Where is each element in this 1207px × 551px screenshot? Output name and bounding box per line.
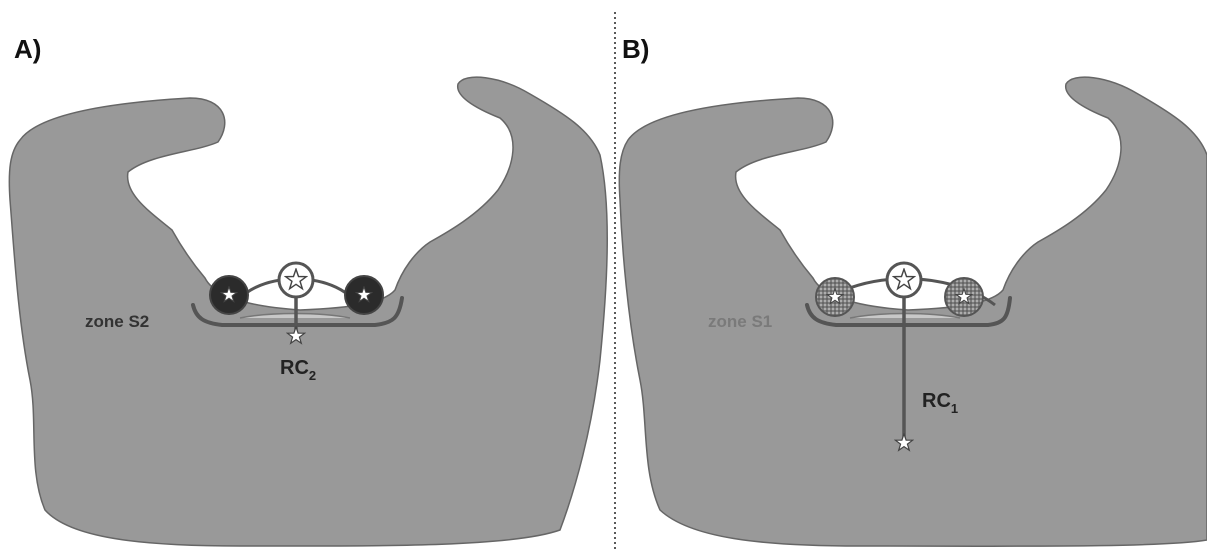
panel-b: B) zone S1 RC1	[619, 34, 1207, 546]
panel-label-b: B)	[622, 34, 649, 64]
zone-label-a: zone S2	[85, 312, 149, 331]
panel-label-a: A)	[14, 34, 41, 64]
zone-label-b: zone S1	[708, 312, 772, 331]
panel-a: A) zone S2 RC2	[9, 34, 607, 546]
